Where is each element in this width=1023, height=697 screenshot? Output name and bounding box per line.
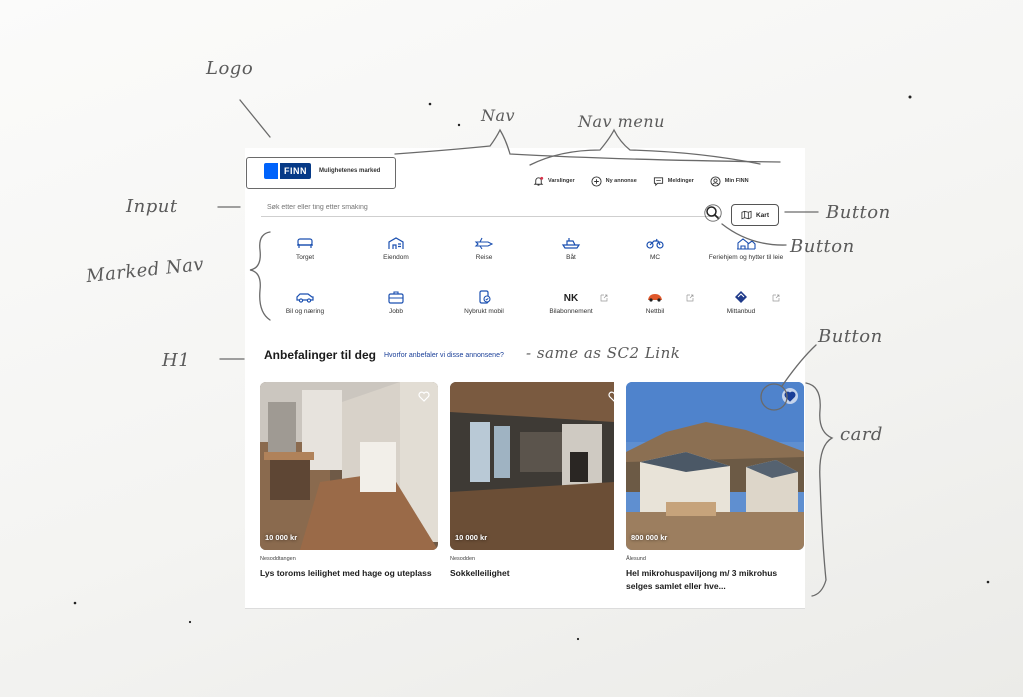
nav-item-meldinger[interactable]: Meldinger	[653, 176, 694, 187]
market-label: Jobb	[388, 308, 404, 315]
nav-label: Varslinger	[548, 178, 575, 184]
nav-label: Ny annonse	[605, 178, 637, 184]
market-label: Båt	[566, 254, 576, 261]
listing-image[interactable]: 10 000 kr	[260, 382, 438, 550]
logo-text: FINN	[280, 163, 311, 179]
listing-location: Ålesund	[626, 556, 646, 562]
annotation-input: Input	[126, 196, 178, 217]
market-label: Torget	[295, 254, 315, 261]
listing-card[interactable]: 10 000 kr Nesodden Sokkelleilighet	[450, 382, 628, 580]
listing-image[interactable]: 800 000 kr	[626, 382, 804, 550]
user-circle-icon	[710, 175, 721, 187]
market-item-bilabonnement[interactable]: NK Bilabonnement	[526, 290, 616, 315]
listing-card[interactable]: 800 000 kr Ålesund Hel mikrohuspaviljong…	[626, 382, 804, 593]
listing-image[interactable]: 10 000 kr	[450, 382, 628, 550]
market-label: Feriehjem og hytter til leie	[708, 254, 784, 261]
search-button[interactable]	[704, 204, 722, 222]
annotation-card: card	[840, 424, 883, 445]
market-label: Eiendom	[383, 254, 409, 261]
annotation-button-map: Button	[826, 202, 891, 223]
recommendations-why-link[interactable]: Hvorfor anbefaler vi disse annonsene?	[384, 352, 504, 359]
logo-tagline: Mulighetenes marked	[319, 168, 381, 174]
annotation-nav-menu: Nav menu	[578, 112, 665, 131]
logo-mark-icon	[264, 163, 278, 179]
plus-circle-icon	[591, 175, 602, 187]
search-input[interactable]	[267, 204, 687, 211]
mittanbud-logo-icon	[735, 291, 747, 303]
logo-annotation-box	[246, 157, 396, 189]
favorite-button[interactable]	[782, 388, 798, 404]
favorite-button[interactable]	[416, 388, 432, 404]
nav-item-ny-annonse[interactable]: Ny annonse	[591, 175, 637, 187]
annotation-h1: H1	[162, 350, 191, 371]
listing-title[interactable]: Lys toroms leilighet med hage og uteplas…	[260, 568, 432, 578]
map-button[interactable]: Kart	[731, 204, 779, 226]
nav-label: Min FINN	[724, 178, 749, 184]
search-bar	[261, 199, 721, 217]
market-label: Reise	[475, 254, 493, 261]
sofa-icon	[297, 238, 313, 248]
car-icon	[296, 293, 314, 303]
market-item-bil[interactable]: Bil og næring	[260, 290, 350, 315]
boat-icon	[561, 238, 581, 249]
annotation-button-search: Button	[790, 236, 855, 257]
market-label: Nybrukt mobil	[464, 308, 504, 315]
bell-icon	[533, 176, 544, 187]
listing-title[interactable]: Sokkelleilighet	[450, 568, 510, 578]
map-button-label: Kart	[755, 211, 769, 219]
nav-label: Meldinger	[667, 178, 694, 184]
market-label: MC	[649, 254, 661, 261]
chat-icon	[653, 176, 664, 187]
svg-text:NK: NK	[564, 293, 579, 304]
market-item-torget[interactable]: Torget	[260, 236, 350, 261]
listing-location: Nesoddtangen	[260, 556, 296, 562]
nav-item-varslinger[interactable]: Varslinger	[533, 176, 575, 187]
favorite-button[interactable]	[606, 388, 622, 404]
airplane-icon	[474, 237, 494, 250]
listing-title[interactable]: Hel mikrohuspaviljong m/ 3 mikrohus selg…	[626, 568, 778, 591]
annotation-link-note: - same as SC2 Link	[526, 344, 681, 362]
annotation-button-fav: Button	[818, 326, 883, 347]
listing-location: Nesodden	[450, 556, 476, 562]
market-label: Nettbil	[645, 308, 665, 315]
finn-logo[interactable]: FINN	[264, 163, 311, 179]
recommendations-heading: Anbefalinger til deg	[264, 348, 377, 362]
heart-icon	[608, 391, 620, 402]
market-item-eiendom[interactable]: Eiendom	[351, 236, 441, 261]
market-item-bat[interactable]: Båt	[526, 236, 616, 261]
market-item-mc[interactable]: MC	[610, 236, 700, 261]
listing-price: 800 000 kr	[631, 533, 668, 542]
motorcycle-icon	[646, 238, 664, 249]
annotation-nav: Nav	[481, 106, 516, 125]
external-link-icon	[772, 289, 780, 302]
listing-card[interactable]: 10 000 kr Nesoddtangen Lys toroms leilig…	[260, 382, 438, 580]
market-item-jobb[interactable]: Jobb	[351, 290, 441, 315]
map-icon	[741, 210, 752, 220]
market-label: Bil og næring	[285, 308, 325, 315]
nav-item-min-finn[interactable]: Min FINN	[710, 175, 749, 187]
external-link-icon	[686, 289, 694, 302]
nettbil-logo-icon	[648, 294, 662, 302]
market-label: Mittanbud	[726, 308, 756, 315]
heart-icon	[784, 391, 796, 402]
search-icon	[704, 204, 722, 222]
heart-icon	[418, 391, 430, 402]
listing-price: 10 000 kr	[455, 533, 488, 542]
phone-icon	[479, 290, 491, 304]
nabo-logo-icon: NK	[564, 293, 579, 304]
listing-price: 10 000 kr	[265, 533, 298, 542]
cabin-icon	[737, 238, 756, 250]
top-nav: Varslinger Ny annonse Meldinger Min FINN	[533, 173, 749, 189]
external-link-icon	[600, 289, 608, 302]
market-item-reise[interactable]: Reise	[439, 236, 529, 261]
market-item-nettbil[interactable]: Nettbil	[610, 290, 700, 315]
market-item-feriehjem[interactable]: Feriehjem og hytter til leie	[696, 236, 796, 262]
briefcase-icon	[388, 291, 404, 304]
annotation-logo: Logo	[206, 58, 254, 79]
market-item-nybrukt-mobil[interactable]: Nybrukt mobil	[439, 290, 529, 315]
building-icon	[388, 237, 404, 249]
market-item-mittanbud[interactable]: Mittanbud	[696, 290, 786, 315]
market-label: Bilabonnement	[549, 308, 593, 315]
